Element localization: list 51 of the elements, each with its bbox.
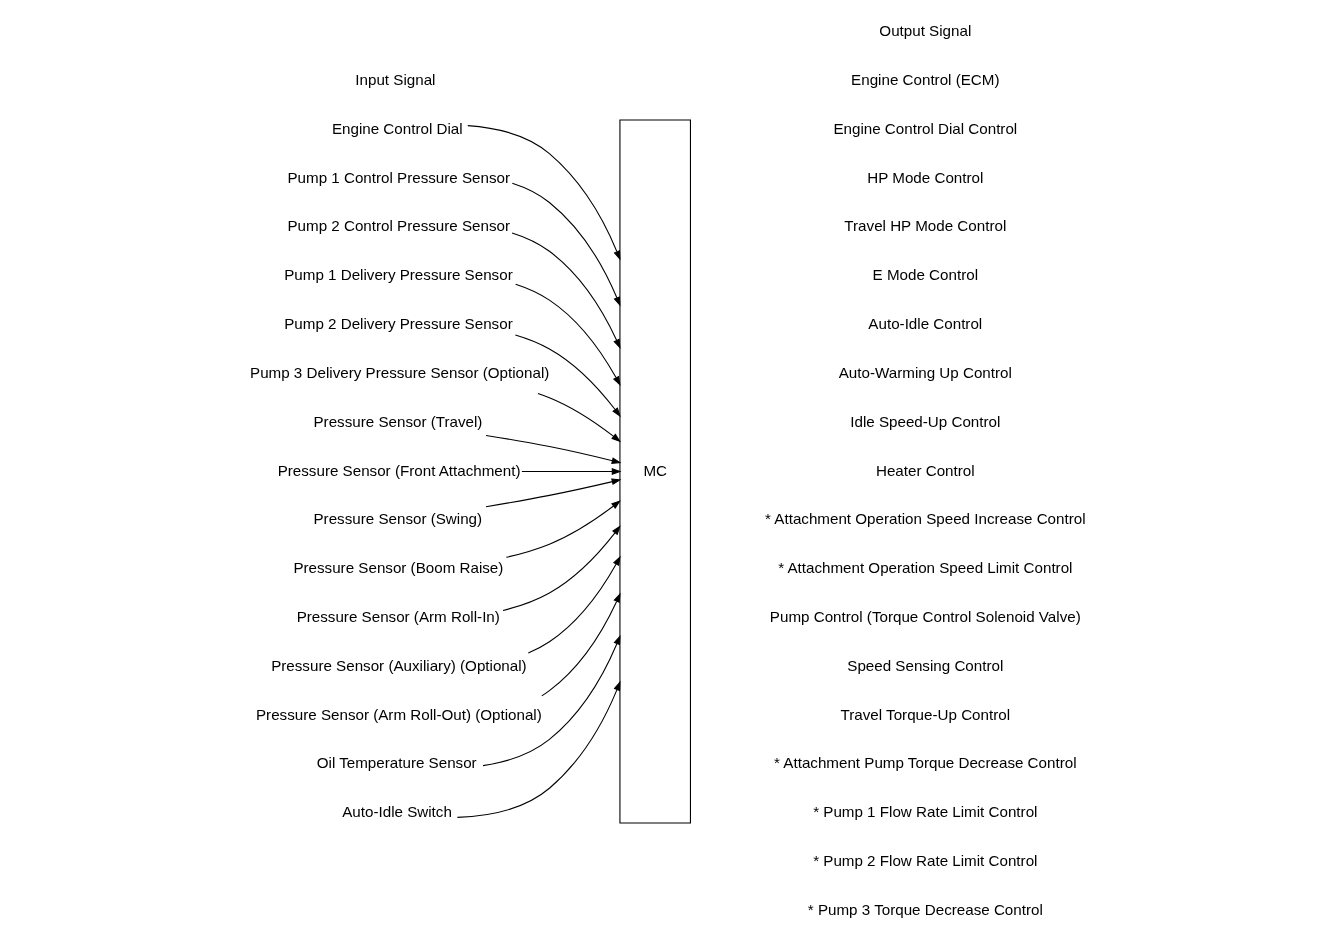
arrow: [485, 478, 622, 508]
node-text: Pressure Sensor (Arm Roll-Out) (Optional): [255, 705, 542, 723]
arrow: [515, 283, 621, 387]
label: * Attachment Operation Speed Increase Control: [765, 510, 1086, 528]
label: * Pump 3 Torque Decrease Control: [807, 900, 1043, 918]
node-text: Engine Control Dial: [331, 119, 463, 137]
arrow: [511, 182, 621, 307]
node-text: Pressure Sensor (Front Attachment): [277, 461, 521, 479]
arrow: [505, 500, 621, 558]
arrow: [511, 232, 621, 349]
arrow: [541, 592, 621, 697]
arrow: [527, 555, 621, 654]
label: Idle Speed-Up Control: [850, 412, 1001, 430]
label: Auto-Idle Control: [868, 315, 983, 333]
label: Travel HP Mode Control: [844, 217, 1007, 235]
label: Output Signal: [879, 22, 972, 40]
node-text: Pressure Sensor (Arm Roll-In): [296, 607, 500, 625]
label: Auto-Warming Up Control: [838, 363, 1012, 381]
label: Heater Control: [875, 461, 975, 479]
node-text: Pump 1 Control Pressure Sensor: [287, 168, 511, 186]
arrow: [467, 125, 621, 261]
arrow: [456, 680, 621, 818]
arrow: [485, 434, 622, 464]
label: * Pump 2 Flow Rate Limit Control: [813, 852, 1038, 870]
label: Input Signal: [355, 70, 436, 88]
arrow: [521, 468, 622, 475]
label: E Mode Control: [872, 266, 979, 284]
arrow: [502, 525, 621, 611]
label: Engine Control (ECM): [851, 70, 1000, 88]
node-text: Pump 2 Delivery Pressure Sensor: [284, 315, 513, 333]
arrow: [482, 634, 621, 767]
label: * Attachment Operation Speed Limit Control: [778, 559, 1073, 577]
label: Speed Sensing Control: [847, 656, 1004, 674]
label: HP Mode Control: [867, 168, 984, 186]
label: Engine Control Dial Control: [833, 119, 1018, 137]
label: * Pump 1 Flow Rate Limit Control: [813, 803, 1038, 821]
label: Pump Control (Torque Control Solenoid Valve): [769, 607, 1081, 625]
node-text: Pump 1 Delivery Pressure Sensor: [284, 266, 513, 284]
node-text: Pump 2 Control Pressure Sensor: [287, 217, 511, 235]
node-text: Auto-Idle Switch: [342, 803, 452, 821]
label: * Attachment Pump Torque Decrease Control: [774, 754, 1077, 772]
node-text: Pressure Sensor (Boom Raise): [293, 559, 504, 577]
node-text: Oil Temperature Sensor: [316, 754, 477, 772]
node-box: MC: [619, 119, 691, 824]
node-text: Pressure Sensor (Swing): [313, 510, 483, 528]
arrow: [537, 392, 621, 443]
label: Travel Torque-Up Control: [840, 705, 1011, 723]
node-text: Pressure Sensor (Travel): [313, 412, 483, 430]
node-text: Pump 3 Delivery Pressure Sensor (Optional): [250, 363, 550, 381]
arrow: [514, 334, 621, 418]
node-text: Pressure Sensor (Auxiliary) (Optional): [271, 656, 527, 674]
